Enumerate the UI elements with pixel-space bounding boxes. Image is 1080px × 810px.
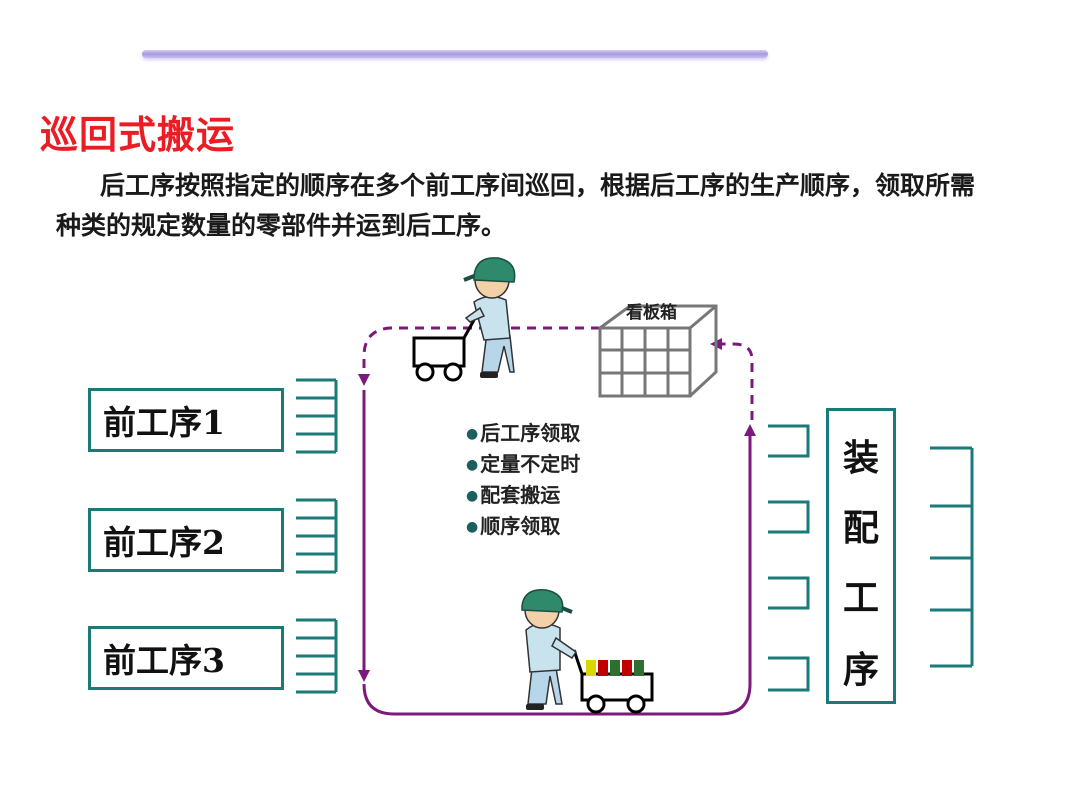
assembly-process: 装 配 工 序 xyxy=(826,408,896,704)
feature-item: 配套搬运 xyxy=(466,480,580,511)
upstream-shelf-1 xyxy=(296,378,338,454)
upstream-process-1: 前工序1 xyxy=(88,388,284,452)
route-loop xyxy=(358,326,756,716)
assembly-label-char: 序 xyxy=(842,649,879,691)
kanban-box-icon xyxy=(598,304,718,398)
upstream-process-3: 前工序3 xyxy=(88,626,284,690)
assembly-label-char: 配 xyxy=(842,507,879,549)
assembly-input-brackets xyxy=(768,424,810,692)
assembly-label-char: 装 xyxy=(842,437,879,479)
worker-pushing-loaded-cart-icon xyxy=(521,589,654,714)
upstream-shelf-2 xyxy=(296,498,338,574)
slide-description: 后工序按照指定的顺序在多个前工序间巡回，根据后工序的生产顺序，领取所需种类的规定… xyxy=(56,171,976,240)
kanban-box-label: 看板箱 xyxy=(626,303,677,323)
top-decorative-rule xyxy=(142,50,768,58)
worker-pushing-empty-cart-icon xyxy=(412,257,516,382)
slide-title: 巡回式搬运 xyxy=(40,113,236,157)
upstream-process-label: 前工序2 xyxy=(103,523,225,562)
route-dashed-segment xyxy=(358,326,600,386)
assembly-label-char: 工 xyxy=(842,577,879,619)
upstream-process-label: 前工序1 xyxy=(103,403,225,442)
upstream-process-label: 前工序3 xyxy=(103,641,225,680)
feature-item: 顺序领取 xyxy=(466,511,580,542)
feature-item: 定量不定时 xyxy=(466,449,580,480)
upstream-shelf-3 xyxy=(296,618,338,694)
feature-list: 后工序领取 定量不定时 配套搬运 顺序领取 xyxy=(466,418,580,542)
assembly-output-shelf xyxy=(930,446,974,668)
upstream-process-2: 前工序2 xyxy=(88,508,284,572)
route-dashed-segment xyxy=(710,338,754,420)
route-solid-segment xyxy=(362,424,756,716)
feature-item: 后工序领取 xyxy=(466,418,580,449)
